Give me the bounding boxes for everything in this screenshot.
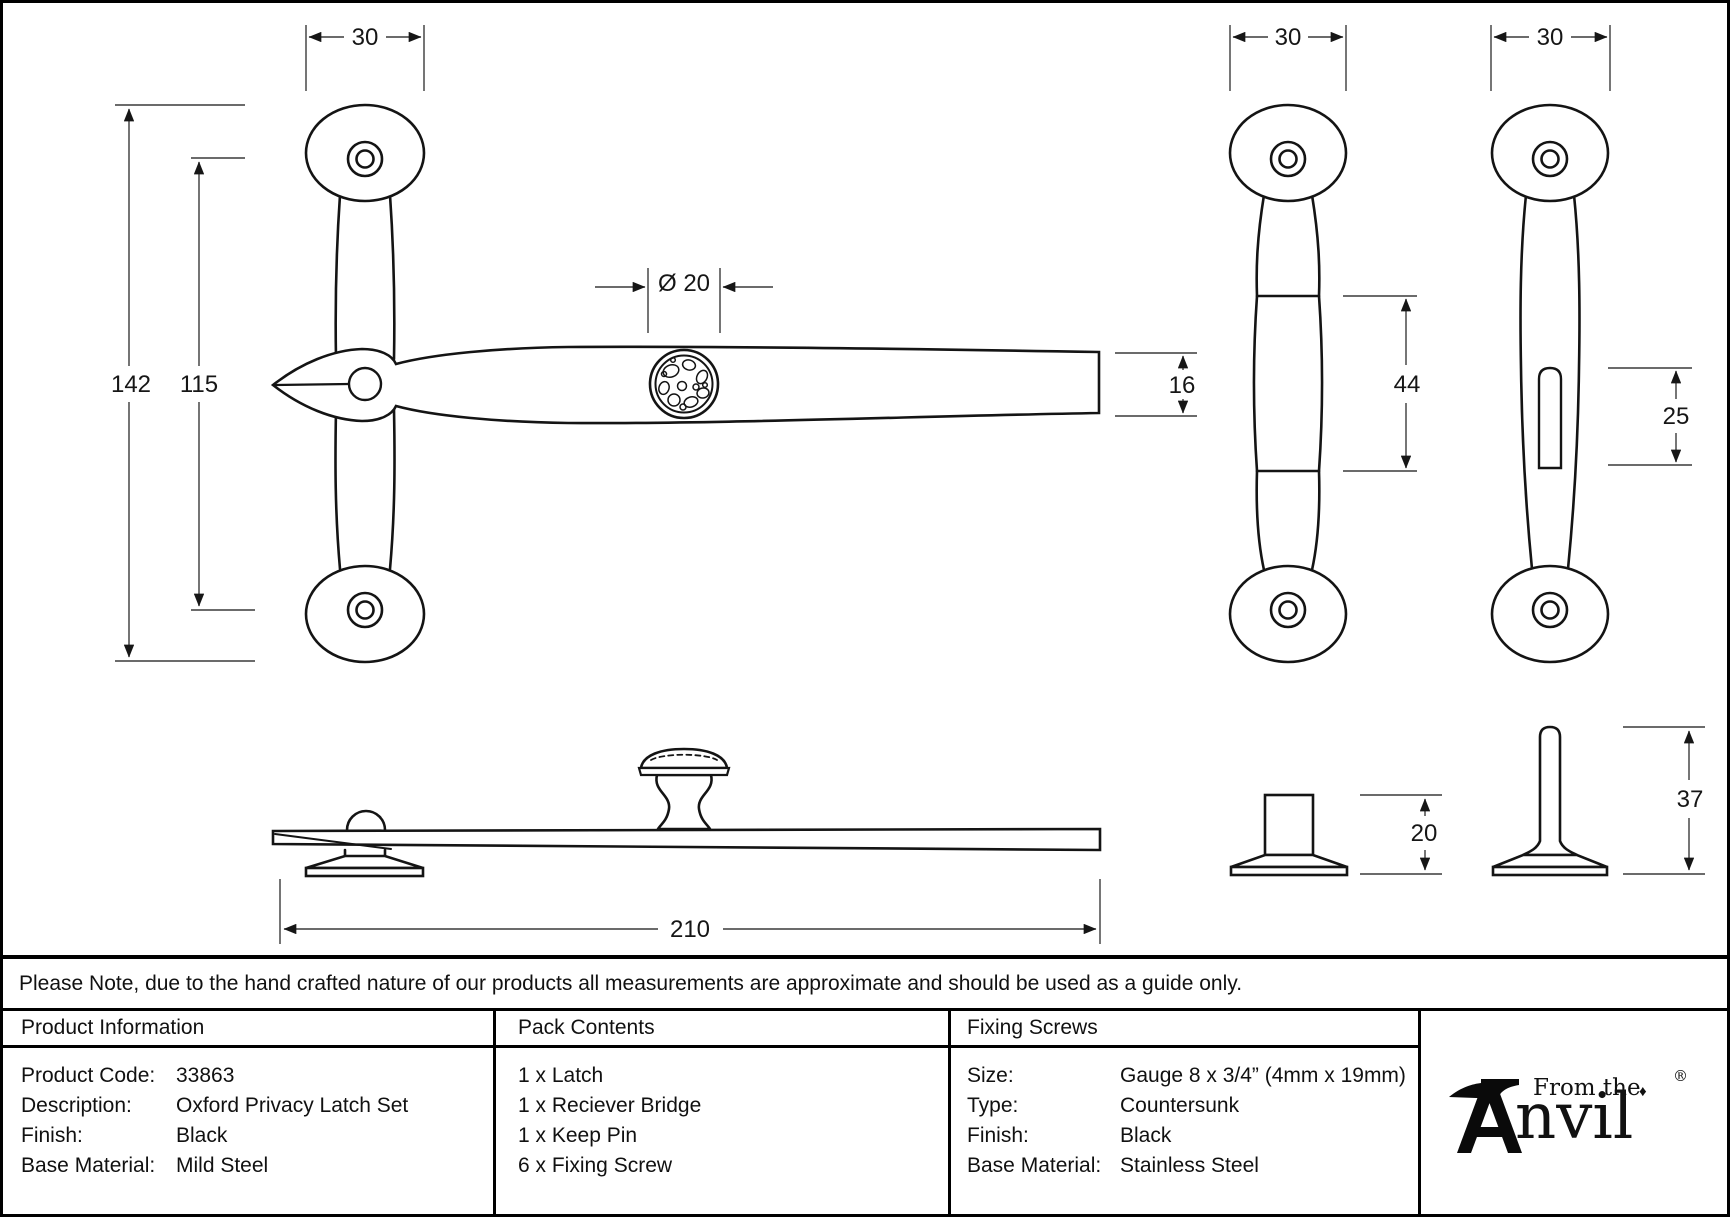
screw-material-row: Base Material: Stainless Steel bbox=[967, 1154, 1259, 1177]
fixing-screws-cell: Size: Gauge 8 x 3/4” (4mm x 19mm) Type: … bbox=[948, 1045, 1418, 1214]
dim-label-front-width: 30 bbox=[352, 24, 379, 51]
from-the-anvil-logo: From the ♦ nvil ® bbox=[1449, 1067, 1699, 1159]
finish-row: Finish: Black bbox=[21, 1124, 228, 1147]
latch-profile-view bbox=[1228, 103, 1348, 664]
dim-label-keep-pin-height: 37 bbox=[1677, 786, 1704, 813]
dim-label-disc-diameter: Ø 20 bbox=[658, 270, 710, 297]
measurement-note-text: Please Note, due to the hand crafted nat… bbox=[19, 971, 1243, 995]
product-info-table: Product Information Pack Contents Fixing… bbox=[3, 1008, 1727, 1214]
pack-contents-cell: 1 x Latch 1 x Reciever Bridge 1 x Keep P… bbox=[493, 1045, 948, 1214]
technical-drawing: 30 142 115 Ø 20 16 30 44 30 25 210 20 37 bbox=[111, 24, 1705, 944]
pack-item: 1 x Keep Pin bbox=[518, 1124, 638, 1147]
dim-label-fixing-centres: 115 bbox=[180, 371, 218, 398]
anvil-icon bbox=[1449, 1078, 1522, 1153]
pack-contents-header: Pack Contents bbox=[493, 1008, 948, 1045]
brand-logo-cell: From the ♦ nvil ® bbox=[1418, 1008, 1727, 1214]
measurement-note: Please Note, due to the hand crafted nat… bbox=[3, 955, 1727, 1008]
privacy-slot bbox=[1537, 366, 1563, 470]
latch-front-view bbox=[270, 103, 1101, 664]
dim-label-bar-depth: 16 bbox=[1169, 372, 1196, 399]
screw-size-row: Size: Gauge 8 x 3/4” (4mm x 19mm) bbox=[967, 1064, 1406, 1087]
dim-label-profile-width: 30 bbox=[1275, 24, 1302, 51]
pack-item: 1 x Latch bbox=[518, 1064, 604, 1087]
pack-item: 1 x Reciever Bridge bbox=[518, 1094, 702, 1117]
dim-label-receiver-width: 30 bbox=[1537, 24, 1564, 51]
screw-finish-row: Finish: Black bbox=[967, 1124, 1172, 1147]
description-row: Description: Oxford Privacy Latch Set bbox=[21, 1094, 409, 1117]
dim-label-bridge-height: 20 bbox=[1411, 820, 1438, 847]
product-information-header: Product Information bbox=[3, 1008, 493, 1045]
base-material-row: Base Material: Mild Steel bbox=[21, 1154, 269, 1177]
keep-pin-view bbox=[1491, 725, 1609, 877]
fixing-screws-header: Fixing Screws bbox=[948, 1008, 1418, 1045]
screw-type-row: Type: Countersunk bbox=[967, 1094, 1240, 1117]
pack-item: 6 x Fixing Screw bbox=[518, 1154, 673, 1177]
product-code-row: Product Code: 33863 bbox=[21, 1064, 235, 1087]
latch-side-view bbox=[271, 747, 1102, 878]
dimension-lines bbox=[115, 25, 1705, 944]
dim-label-slot-length: 25 bbox=[1663, 403, 1690, 430]
latch-receiver-view bbox=[1490, 103, 1610, 664]
dim-label-overall-height: 142 bbox=[111, 371, 151, 398]
logo-tagline: From the bbox=[1533, 1074, 1641, 1101]
product-information-cell: Product Code: 33863 Description: Oxford … bbox=[3, 1045, 493, 1214]
hammered-disc bbox=[648, 348, 720, 420]
diamond-icon: ♦ bbox=[1639, 1082, 1647, 1100]
dim-label-grip-length: 44 bbox=[1394, 371, 1421, 398]
latch-knob bbox=[637, 747, 731, 831]
registered-mark: ® bbox=[1673, 1066, 1688, 1085]
dim-label-bar-length: 210 bbox=[670, 916, 710, 943]
logo-wordmark: nvil bbox=[1515, 1079, 1634, 1154]
receiver-bridge-view bbox=[1229, 793, 1349, 877]
